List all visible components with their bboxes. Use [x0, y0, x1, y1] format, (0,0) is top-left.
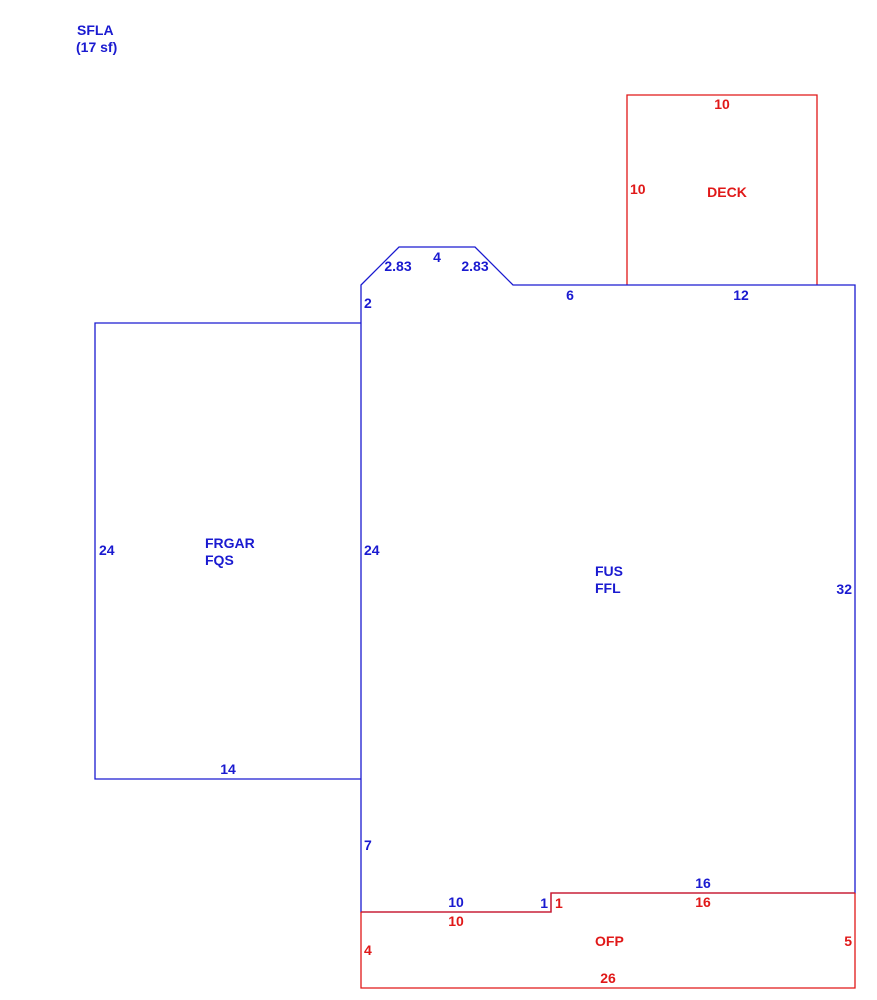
house-dim-bottom-left: 10 [448, 894, 464, 910]
porch-dim-top-left: 10 [448, 913, 464, 929]
garage-label-line1: FRGAR [205, 535, 255, 551]
house-dim-bay-top: 4 [433, 249, 441, 265]
house-dim-bay-left: 2.83 [384, 258, 411, 274]
porch-dim-top-right: 16 [695, 894, 711, 910]
garage-outline [94, 322, 361, 780]
porch-dim-left: 4 [364, 942, 372, 958]
porch-outline [360, 892, 856, 989]
garage-dim-bottom: 14 [220, 761, 236, 777]
house-dim-top-right: 12 [733, 287, 749, 303]
house-dim-bottom-right: 16 [695, 875, 711, 891]
house-dim-right: 32 [836, 581, 852, 597]
sketch-area-code: SFLA [77, 22, 114, 38]
garage-dim-left: 24 [99, 542, 115, 558]
garage-dim-right: 24 [364, 542, 380, 558]
house-dim-top-mid: 6 [566, 287, 574, 303]
deck-dim-left: 10 [630, 181, 646, 197]
porch-dim-step: 1 [555, 895, 563, 911]
house-dim-left-top: 2 [364, 295, 372, 311]
house-dim-left-low: 7 [364, 837, 372, 853]
deck-label: DECK [707, 184, 747, 200]
porch-label: OFP [595, 933, 624, 949]
house-dim-bay-right: 2.83 [461, 258, 488, 274]
garage-label-line2: FQS [205, 552, 234, 568]
porch-dim-bottom: 26 [600, 970, 616, 986]
deck-dim-top: 10 [714, 96, 730, 112]
house-label-line1: FUS [595, 563, 623, 579]
deck-outline [626, 94, 818, 285]
porch-dim-right: 5 [844, 933, 852, 949]
sketch-area-total: (17 sf) [76, 39, 117, 55]
house-label-line2: FFL [595, 580, 621, 596]
house-dim-step: 1 [540, 895, 548, 911]
